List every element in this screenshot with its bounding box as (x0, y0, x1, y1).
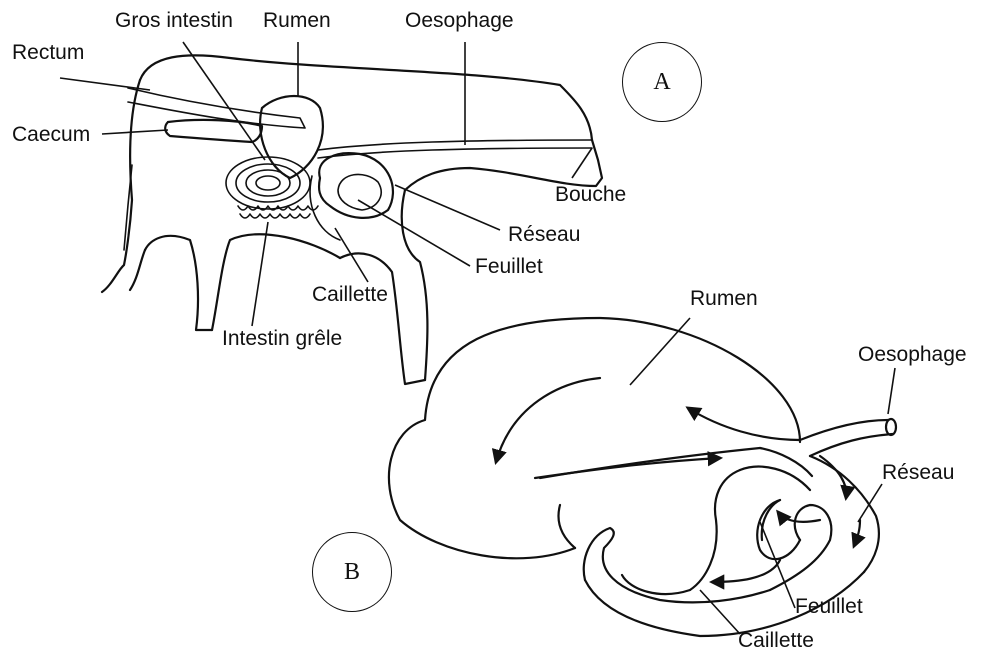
label-a-intestin-grele: Intestin grêle (222, 328, 342, 349)
label-a-rectum: Rectum (12, 42, 84, 63)
label-a-gros-intestin: Gros intestin (115, 10, 233, 31)
label-b-rumen: Rumen (690, 288, 758, 309)
label-b-oesophage: Oesophage (858, 344, 967, 365)
label-a-caillette: Caillette (312, 284, 388, 305)
label-a-rumen: Rumen (263, 10, 331, 31)
large-intestine-spiral (226, 157, 310, 209)
cow-organs (128, 88, 592, 240)
label-a-bouche: Bouche (555, 184, 626, 205)
label-a-feuillet: Feuillet (475, 256, 543, 277)
label-a-reseau: Réseau (508, 224, 580, 245)
diagram-b-leaders (630, 318, 895, 634)
diagram-a-tag-letter: A (653, 69, 670, 96)
cow-outline (102, 55, 602, 384)
stomach-outline (389, 318, 896, 636)
diagram-b-tag-letter: B (344, 559, 360, 586)
label-b-reseau: Réseau (882, 462, 954, 483)
label-a-oesophage: Oesophage (405, 10, 514, 31)
diagram-b-tag: B (312, 532, 392, 612)
label-b-caillette: Caillette (738, 630, 814, 651)
diagram-a-tag: A (622, 42, 702, 122)
label-a-caecum: Caecum (12, 124, 90, 145)
label-b-feuillet: Feuillet (795, 596, 863, 617)
flow-arrows (496, 378, 860, 582)
